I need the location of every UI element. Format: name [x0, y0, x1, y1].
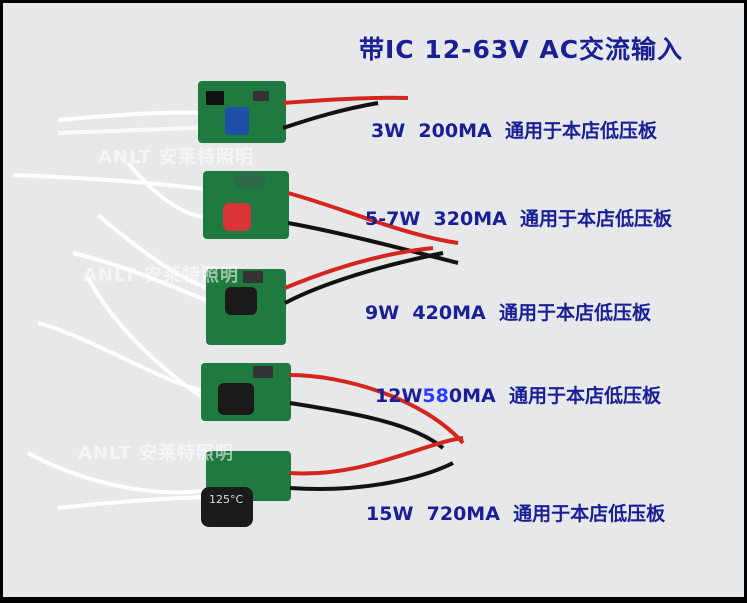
power-label: 15W [366, 503, 414, 525]
note-label: 通用于本店低压板 [513, 503, 666, 525]
power-label: 3W [371, 120, 406, 142]
spec-row-2: 5-7W 320MA 通用于本店低压板 [365, 204, 672, 231]
spec-row-1: 3W 200MA 通用于本店低压板 [371, 116, 657, 143]
current-highlight-digit: 8 [435, 385, 449, 407]
current-label: 200MA [418, 120, 492, 142]
spec-row-4: 12W580MA 通用于本店低压板 [375, 381, 661, 408]
driver-board-12w [37, 277, 465, 450]
spec-row-3: 9W 420MA 通用于本店低压板 [365, 298, 651, 325]
led-driver-photo: 125°C [3, 3, 744, 597]
driver-board-3w [57, 81, 409, 143]
note-label: 通用于本店低压板 [520, 208, 673, 230]
note-label: 通用于本店低压板 [498, 302, 651, 324]
current-label: 420MA [412, 302, 486, 324]
page-title: 带IC 12-63V AC交流输入 [359, 35, 684, 64]
note-label: 通用于本店低压板 [504, 120, 657, 142]
power-label: 9W [365, 302, 400, 324]
driver-board-15w: 125°C [27, 436, 464, 527]
current-highlight-digit: 5 [422, 385, 436, 407]
chip-temp-text: 125°C [209, 493, 243, 506]
photo-frame: 125°C ANLT 安莱特照明 ANLT 安莱特照明 ANLT 安莱特照明 带… [3, 3, 744, 597]
note-label: 通用于本店低压板 [508, 385, 661, 407]
driver-board-9w [72, 213, 444, 345]
current-label: 320MA [433, 208, 507, 230]
current-label: 720MA [426, 503, 500, 525]
current-label: 0MA [448, 385, 496, 407]
power-label: 5-7W [365, 208, 421, 230]
driver-board-5-7w [12, 161, 459, 265]
watermark-3: ANLT 安莱特照明 [78, 443, 235, 464]
watermark-2: ANLT 安莱特照明 [83, 265, 240, 286]
power-label: 12W [375, 385, 423, 407]
watermark-1: ANLT 安莱特照明 [98, 147, 255, 168]
spec-row-5: 15W 720MA 通用于本店低压板 [366, 499, 665, 526]
